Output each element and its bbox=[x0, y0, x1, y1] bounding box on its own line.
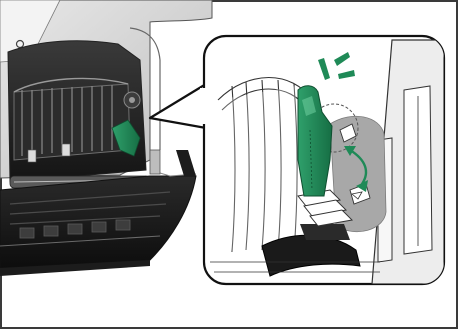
printer-manual-figure bbox=[0, 0, 458, 329]
